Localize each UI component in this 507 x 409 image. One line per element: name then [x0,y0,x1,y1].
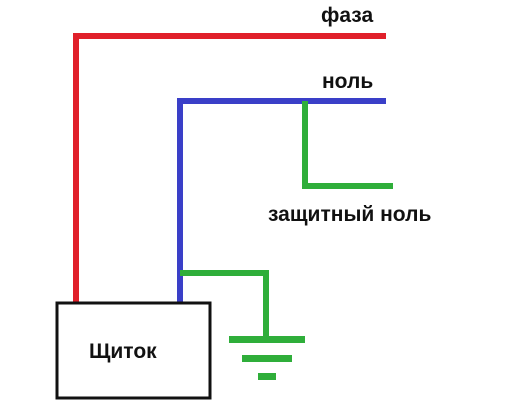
ground-conductor [180,270,269,340]
phase-label: фаза [321,4,373,27]
protective-neutral-label: защитный ноль [268,203,431,226]
ground-symbol-icon [229,336,305,380]
ground-bar-bottom [258,373,276,380]
ground-bar-middle [242,355,292,362]
panel-label: Щиток [89,340,157,363]
neutral-label: ноль [322,70,373,93]
neutral-wire [177,98,386,302]
ground-bar-top [229,336,305,343]
panel-box [55,301,212,400]
phase-wire [73,33,386,302]
protective-neutral-wire [302,101,393,189]
